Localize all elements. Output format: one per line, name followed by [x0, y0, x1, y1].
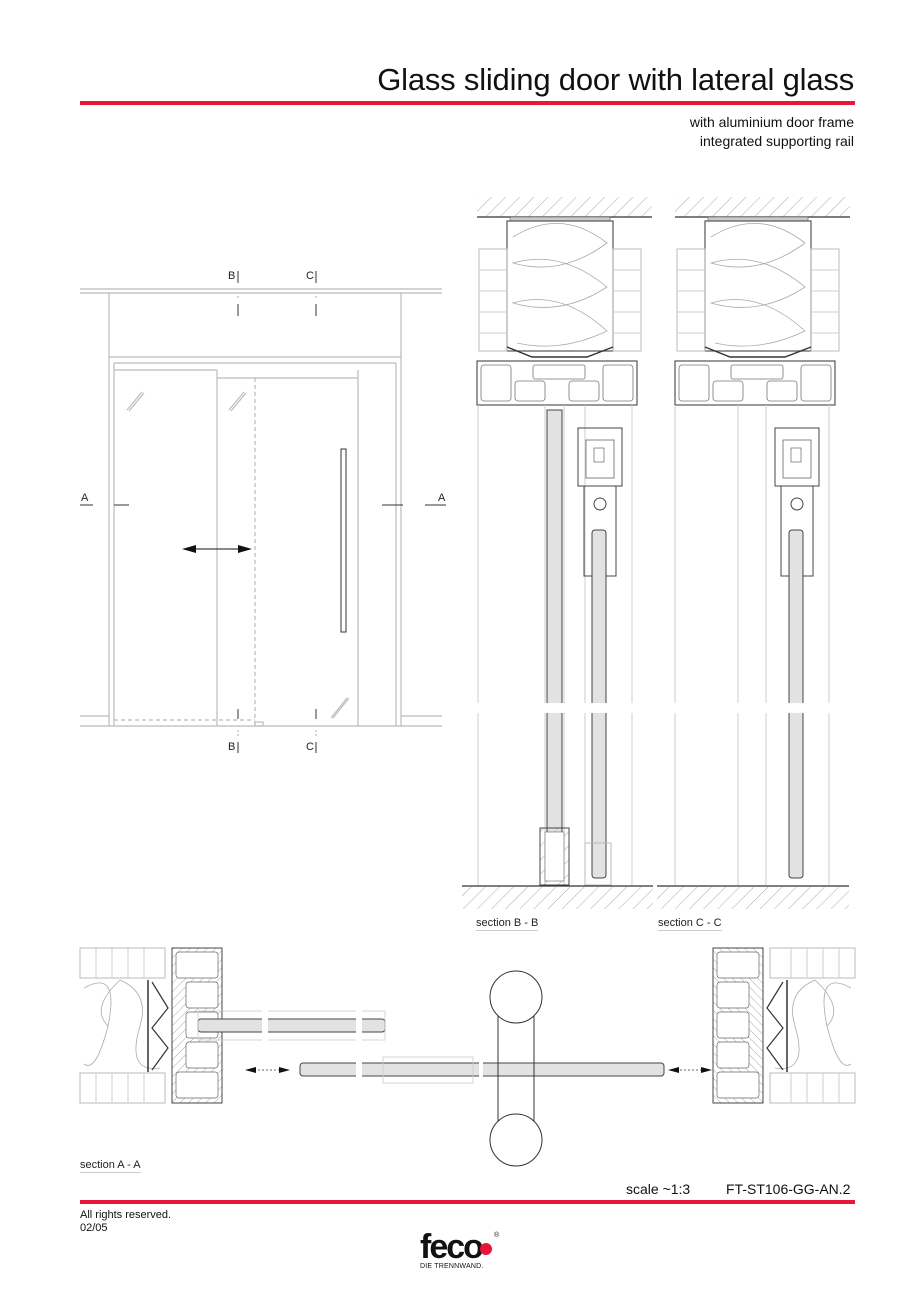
- drawing-number: FT-ST106-GG-AN.2: [726, 1181, 851, 1197]
- rights-text: All rights reserved.: [80, 1209, 172, 1221]
- logo-tagline: DIE TRENNWAND.: [420, 1263, 484, 1270]
- section-marker-a-left: A: [81, 492, 89, 504]
- logo-word: feco: [420, 1228, 484, 1266]
- subtitle: with aluminium door frame integrated sup…: [690, 113, 854, 151]
- page-title: Glass sliding door with lateral glass: [377, 62, 854, 97]
- section-marker-b-top: B: [228, 270, 236, 282]
- feco-logo: feco ® DIE TRENNWAND.: [420, 1230, 500, 1270]
- section-marker-c-top: C: [306, 270, 314, 282]
- logo-red-dot-icon: [480, 1243, 492, 1255]
- registered-mark-icon: ®: [494, 1232, 500, 1239]
- section-cc-label: section C - C: [658, 917, 722, 931]
- section-bb-label: section B - B: [476, 917, 539, 931]
- scale-label: scale ~1:3: [626, 1181, 691, 1197]
- section-marker-c-bottom: C: [306, 741, 314, 753]
- subtitle-line-1: with aluminium door frame: [689, 114, 854, 130]
- date-text: 02/05: [80, 1222, 108, 1234]
- section-marker-a-right: A: [438, 492, 446, 504]
- section-marker-b-bottom: B: [228, 741, 236, 753]
- footer-rule: [80, 1200, 855, 1204]
- footer-info: All rights reserved. 02/05: [80, 1209, 171, 1235]
- section-aa-label: section A - A: [80, 1159, 141, 1173]
- subtitle-line-2: integrated supporting rail: [699, 133, 854, 149]
- header-rule: [80, 101, 855, 105]
